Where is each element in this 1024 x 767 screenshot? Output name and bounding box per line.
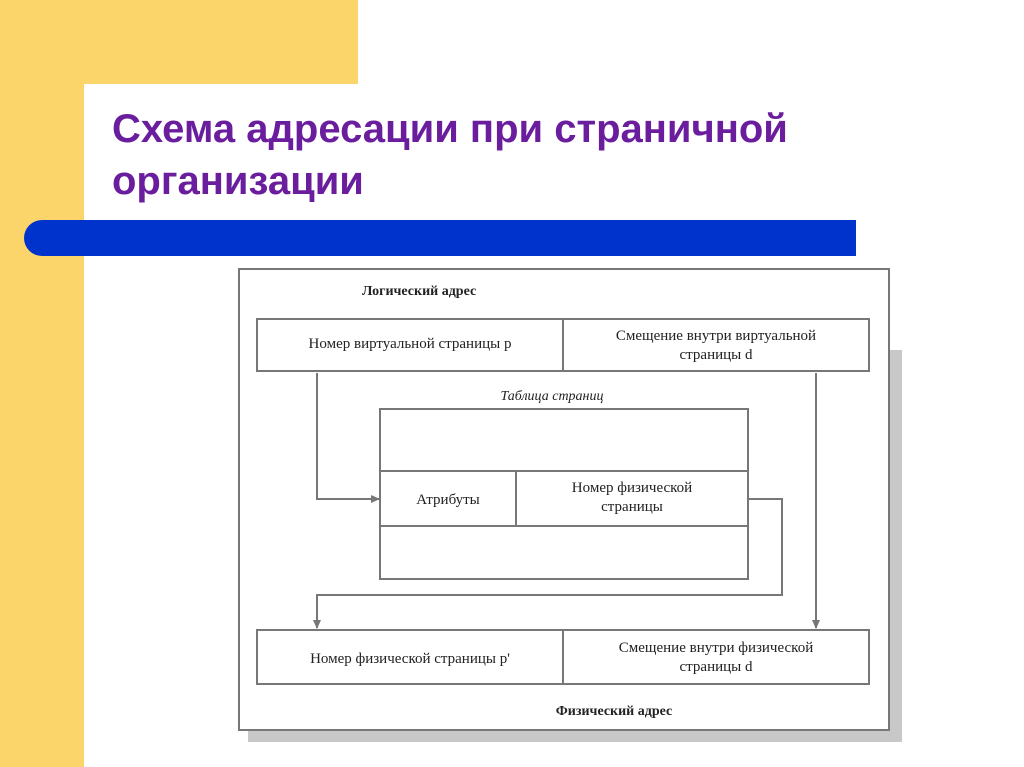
physical-offset-line-2: страницы d <box>680 659 753 675</box>
paging-address-diagram: Логический адрес Номер виртуальной стран… <box>238 268 902 742</box>
slide-title-line-1: Схема адресации при страничной <box>112 107 788 151</box>
title-underline-bar <box>24 220 856 256</box>
slide-title: Схема адресации при страничной организац… <box>112 103 788 207</box>
slide-title-line-2: организации <box>112 159 364 203</box>
page-table <box>379 408 749 580</box>
logical-address-label: Логический адрес <box>362 284 476 299</box>
physical-page-number-line-1: Номер физической <box>572 480 692 496</box>
arrow-virtual-page-to-table <box>316 373 380 503</box>
physical-page-number-line-2: страницы <box>601 499 663 515</box>
arrow-table-to-physical-page <box>313 498 783 629</box>
virtual-offset-line-1: Смещение внутри виртуальной <box>616 328 816 344</box>
physical-address-label: Физический адрес <box>556 704 672 719</box>
physical-offset-line-1: Смещение внутри физической <box>619 640 813 656</box>
physical-page-number-p: Номер физической страницы p' <box>310 651 510 667</box>
page-table-label: Таблица страниц <box>500 389 603 404</box>
attributes-cell: Атрибуты <box>416 492 480 508</box>
virtual-offset-line-2: страницы d <box>680 347 753 363</box>
virtual-page-number: Номер виртуальной страницы p <box>309 336 512 352</box>
